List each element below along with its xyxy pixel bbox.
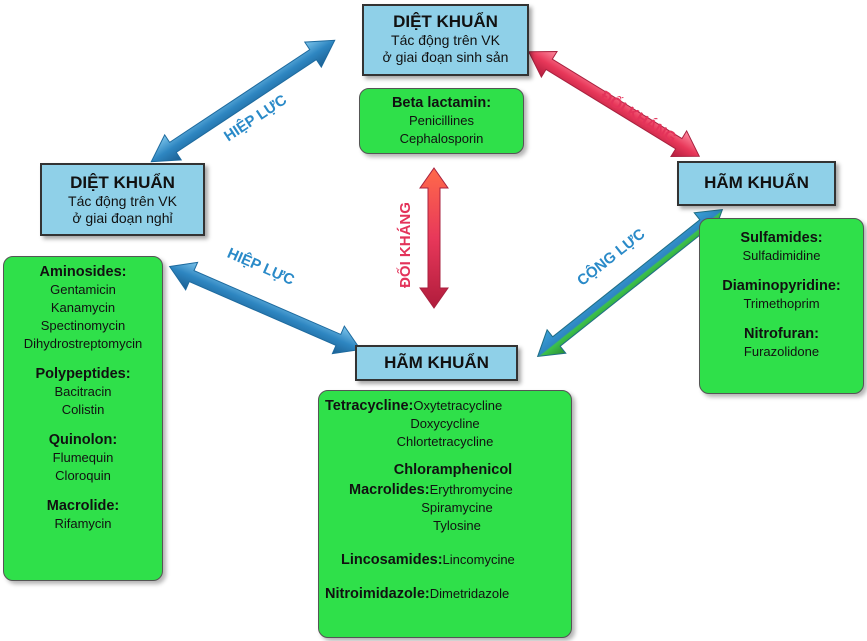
- drug-item: Cephalosporin: [399, 131, 484, 146]
- node-bottom-bacteriostatic: HÃM KHUẨN: [355, 345, 518, 381]
- label-center: ĐỐI KHÁNG: [396, 202, 414, 288]
- drug-item: Cloroquin: [55, 468, 111, 483]
- drug-item: Kanamycin: [50, 300, 116, 315]
- group-header: Macrolides:: [349, 482, 430, 498]
- drug-item: Dimetridazole: [429, 586, 510, 601]
- box-beta-lactam: Beta lactamin: Penicillines Cephalospori…: [359, 88, 524, 154]
- arrow-center: [419, 167, 449, 309]
- drug-item: Erythromycine: [429, 482, 513, 497]
- group-header: Diaminopyridine:: [722, 278, 841, 294]
- node-title: HÃM KHUẨN: [384, 353, 489, 372]
- group-header: Tetracycline:: [325, 398, 414, 414]
- drug-item: Penicillines: [408, 113, 475, 128]
- group-header: Nitrofuran:: [744, 326, 819, 342]
- group-header: Chloramphenicol: [393, 462, 513, 478]
- drug-item: Lincomycine: [442, 552, 515, 567]
- node-line: ở giai đoạn nghỉ: [72, 210, 173, 226]
- drug-item: Chlortetracycline: [396, 434, 494, 449]
- drug-item: Rifamycin: [54, 516, 112, 531]
- label-bottom-left: HIỆP LỰC: [225, 244, 298, 289]
- node-right-bacteriostatic: HÃM KHUẨN: [677, 161, 836, 206]
- drug-item: Furazolidone: [743, 344, 820, 359]
- drug-item: Gentamicin: [50, 282, 116, 297]
- node-left-bactericidal: DIỆT KHUẨN Tác động trên VK ở giai đoạn …: [40, 163, 205, 236]
- drug-item: Tylosine: [433, 518, 481, 533]
- label-top-right: ĐỐI KHÁNG: [597, 87, 680, 147]
- group-header: Macrolide:: [46, 498, 120, 514]
- box-bottom-drugs: Tetracycline:Oxytetracycline Doxycycline…: [318, 390, 572, 638]
- group-header: Nitroimidazole:: [325, 586, 430, 602]
- node-top-bactericidal: DIỆT KHUẨN Tác động trên VK ở giai đoạn …: [362, 4, 529, 76]
- drug-item: Bacitracin: [54, 384, 112, 399]
- drug-item: Sulfadimidine: [742, 248, 821, 263]
- group-header: Beta lactamin:: [391, 95, 492, 111]
- node-line: Tác động trên VK: [391, 32, 500, 48]
- drug-item: Colistin: [61, 402, 105, 417]
- node-line: Tác động trên VK: [68, 193, 177, 209]
- node-title: DIỆT KHUẨN: [70, 173, 175, 192]
- drug-item: Oxytetracycline: [413, 398, 503, 413]
- node-title: DIỆT KHUẨN: [393, 12, 498, 31]
- drug-item: Dihydrostreptomycin: [23, 336, 143, 351]
- group-header: Lincosamides:: [341, 552, 443, 568]
- arrow-top-left: [150, 39, 336, 163]
- drug-item: Spiramycine: [421, 500, 493, 515]
- node-title: HÃM KHUẨN: [704, 173, 809, 192]
- arrow-top-right: [527, 50, 701, 158]
- group-header: Polypeptides:: [35, 366, 131, 382]
- node-line: ở giai đoạn sinh sản: [382, 49, 509, 65]
- box-right-drugs: Sulfamides: Sulfadimidine Diaminopyridin…: [699, 218, 864, 394]
- arrow-bottom-right: [536, 208, 724, 358]
- drug-item: Spectinomycin: [40, 318, 126, 333]
- group-header: Sulfamides:: [740, 230, 823, 246]
- drug-item: Flumequin: [52, 450, 114, 465]
- drug-item: Trimethoprim: [743, 296, 820, 311]
- group-header: Quinolon:: [48, 432, 118, 448]
- box-left-drugs: Aminosides: Gentamicin Kanamycin Spectin…: [3, 256, 163, 581]
- drug-item: Doxycycline: [410, 416, 480, 431]
- group-header: Aminosides:: [39, 264, 127, 280]
